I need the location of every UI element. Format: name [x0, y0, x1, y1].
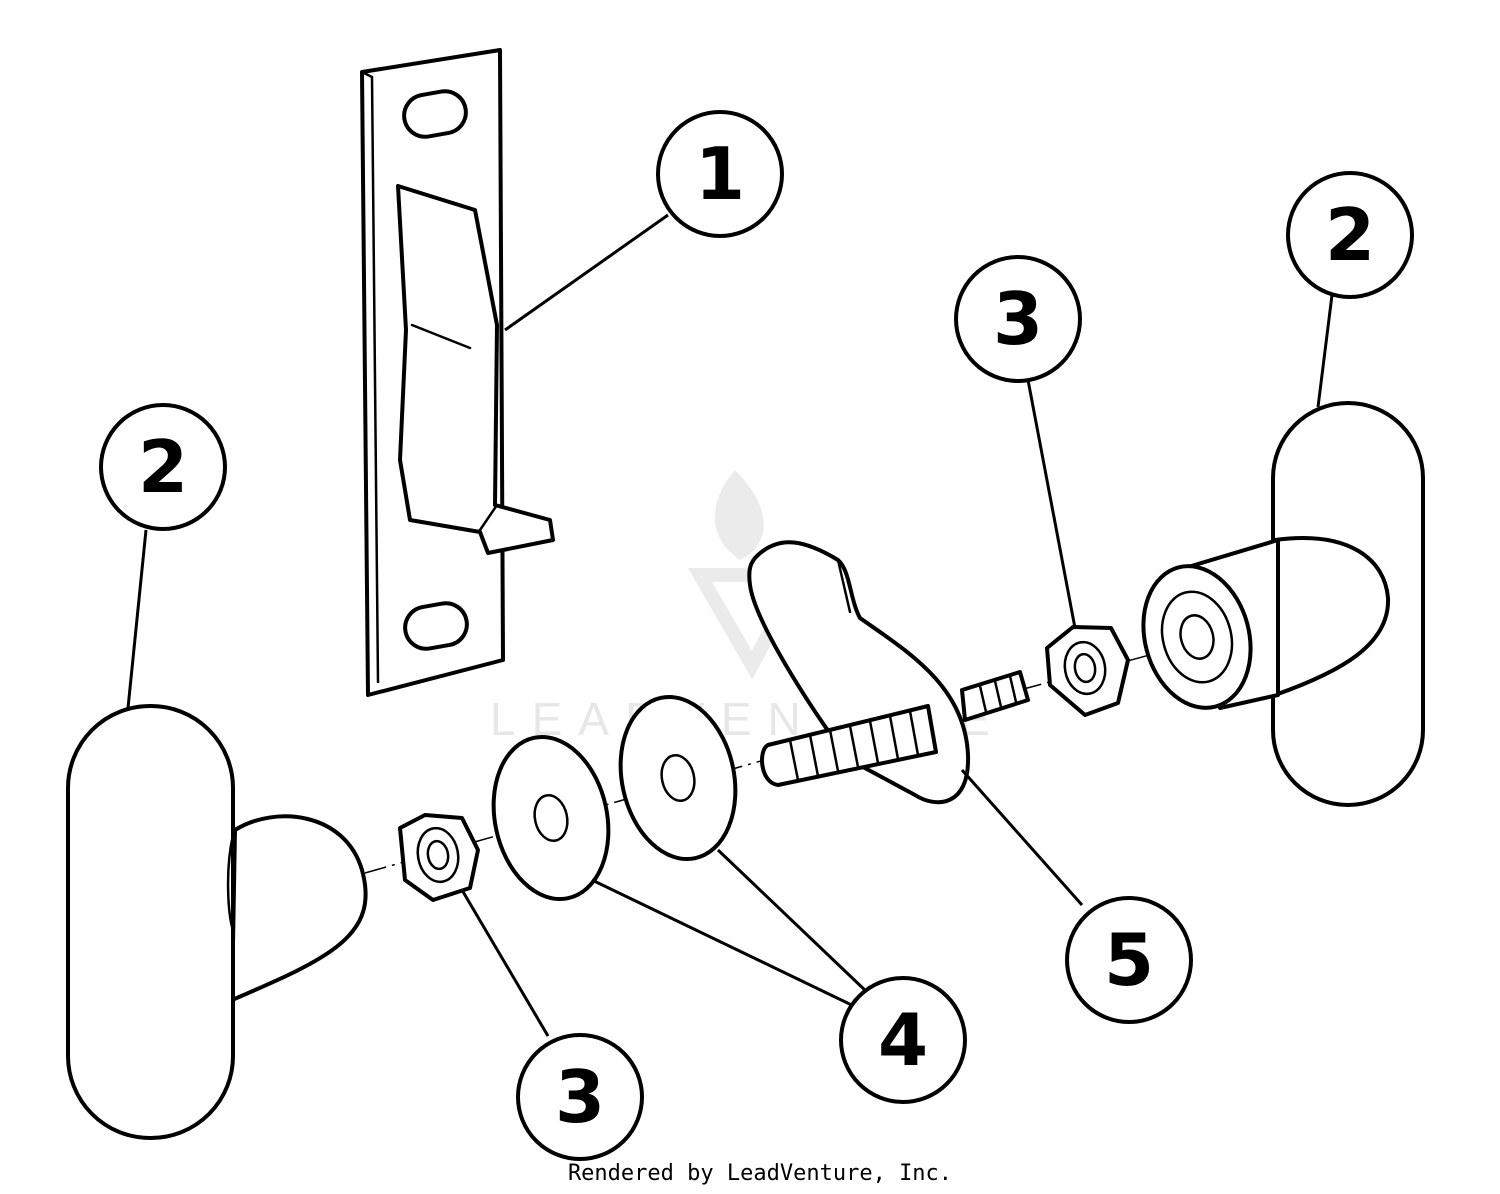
- callout-5-label: 5: [1104, 918, 1154, 1002]
- latch-handle: [747, 540, 1030, 805]
- callout-1: 1: [656, 110, 784, 238]
- knob-right: [1141, 401, 1425, 807]
- hex-nut-upper: [1045, 625, 1130, 717]
- callout-3-upper: 3: [954, 255, 1082, 383]
- callout-4: 4: [839, 976, 967, 1104]
- callout-2-right-label: 2: [1325, 193, 1375, 277]
- leader-lines: [126, 213, 1334, 1037]
- callout-3-lower: 3: [516, 1033, 644, 1161]
- callout-4-label: 4: [878, 998, 928, 1082]
- callout-3-upper-label: 3: [993, 277, 1043, 361]
- watermark-flame-icon: [714, 470, 764, 560]
- stud-threads: [788, 674, 1018, 782]
- callout-5: 5: [1065, 896, 1193, 1024]
- latch-plate: [360, 48, 555, 697]
- callout-2-left: 2: [99, 403, 227, 531]
- callout-3-lower-label: 3: [555, 1055, 605, 1139]
- callout-2-right: 2: [1286, 171, 1414, 299]
- washer-front: [491, 734, 611, 902]
- hex-nut-lower: [398, 813, 480, 902]
- callout-1-label: 1: [695, 132, 745, 216]
- knob-left: [66, 704, 368, 1140]
- credit-text: Rendered by LeadVenture, Inc.: [568, 1161, 952, 1186]
- washer-rear: [618, 694, 738, 862]
- callout-2-left-label: 2: [138, 425, 188, 509]
